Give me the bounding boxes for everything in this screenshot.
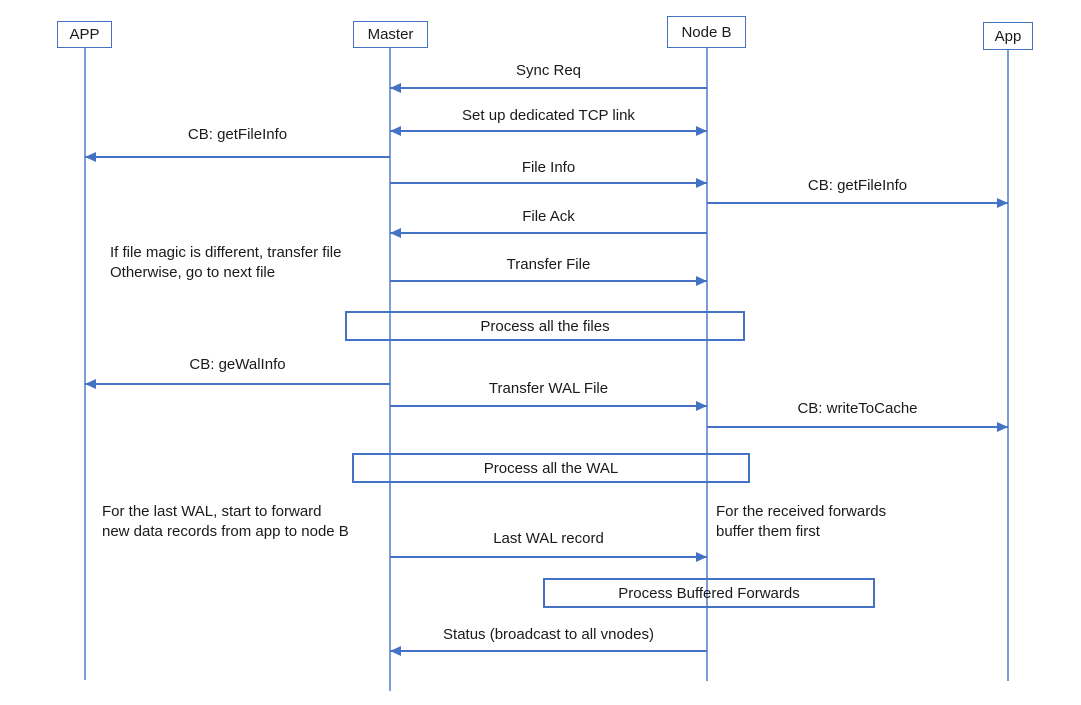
message-cb-getfileinfo-left-label: CB: getFileInfo — [187, 126, 288, 143]
message-last-wal-record-line — [390, 556, 707, 558]
message-cb-gewalinfo-arrowhead-left — [85, 379, 96, 389]
message-cb-writetocache-line — [707, 426, 1008, 428]
lifeline-app-right — [1007, 50, 1009, 681]
message-file-ack-label: File Ack — [522, 208, 575, 225]
message-last-wal-record-arrowhead-right — [696, 552, 707, 562]
lifeline-node-b — [706, 48, 708, 681]
message-status-broadcast-arrowhead-left — [390, 646, 401, 656]
message-transfer-file-arrowhead-right — [696, 276, 707, 286]
note-last-wal: For the last WAL, start to forward new da… — [102, 502, 349, 542]
process-all-wal: Process all the WAL — [352, 453, 750, 483]
message-setup-tcp-link-arrowhead-right — [696, 126, 707, 136]
note-file-magic-line-1: If file magic is different, transfer fil… — [110, 244, 342, 261]
message-setup-tcp-link-line — [390, 130, 707, 132]
message-setup-tcp-link-label: Set up dedicated TCP link — [462, 107, 635, 124]
message-file-info-arrowhead-right — [696, 178, 707, 188]
message-sync-req-arrowhead-left — [390, 83, 401, 93]
message-transfer-wal-file-label: Transfer WAL File — [488, 380, 609, 397]
actor-master: Master — [353, 21, 428, 48]
message-sync-req-line — [390, 87, 707, 89]
message-file-ack-line — [390, 232, 707, 234]
message-cb-getfileinfo-left-line — [85, 156, 390, 158]
note-file-magic: If file magic is different, transfer fil… — [110, 243, 341, 283]
note-last-wal-line-2: new data records from app to node B — [102, 523, 349, 540]
message-status-broadcast-label: Status (broadcast to all vnodes) — [443, 626, 654, 643]
message-cb-getfileinfo-left-arrowhead-left — [85, 152, 96, 162]
message-file-ack-arrowhead-left — [390, 228, 401, 238]
message-cb-getfileinfo-right-line — [707, 202, 1008, 204]
note-file-magic-line-2: Otherwise, go to next file — [110, 264, 276, 281]
lifeline-master — [389, 48, 391, 691]
note-received-forwards: For the received forwards buffer them fir… — [716, 502, 886, 542]
actor-app-left: APP — [57, 21, 112, 48]
actor-node-b: Node B — [667, 16, 746, 48]
message-last-wal-record-label: Last WAL record — [493, 530, 604, 547]
note-received-forwards-line-1: For the received forwards — [716, 503, 887, 520]
process-all-files: Process all the files — [345, 311, 745, 341]
message-cb-gewalinfo-label: CB: geWalInfo — [189, 356, 286, 373]
note-last-wal-line-1: For the last WAL, start to forward — [102, 503, 322, 520]
message-transfer-file-label: Transfer File — [506, 256, 591, 273]
message-transfer-file-line — [390, 280, 707, 282]
message-file-info-label: File Info — [521, 159, 576, 176]
message-setup-tcp-link-arrowhead-left — [390, 126, 401, 136]
process-buffered-forwards: Process Buffered Forwards — [543, 578, 875, 608]
actor-app-right: App — [983, 22, 1033, 50]
message-status-broadcast-line — [390, 650, 707, 652]
message-transfer-wal-file-line — [390, 405, 707, 407]
message-file-info-line — [390, 182, 707, 184]
message-cb-getfileinfo-right-arrowhead-right — [997, 198, 1008, 208]
message-cb-getfileinfo-right-label: CB: getFileInfo — [807, 177, 908, 194]
note-received-forwards-line-2: buffer them first — [716, 523, 820, 540]
message-transfer-wal-file-arrowhead-right — [696, 401, 707, 411]
message-sync-req-label: Sync Req — [515, 62, 582, 79]
message-cb-gewalinfo-line — [85, 383, 390, 385]
message-cb-writetocache-label: CB: writeToCache — [797, 400, 918, 417]
lifeline-app-left — [84, 48, 86, 680]
message-cb-writetocache-arrowhead-right — [997, 422, 1008, 432]
